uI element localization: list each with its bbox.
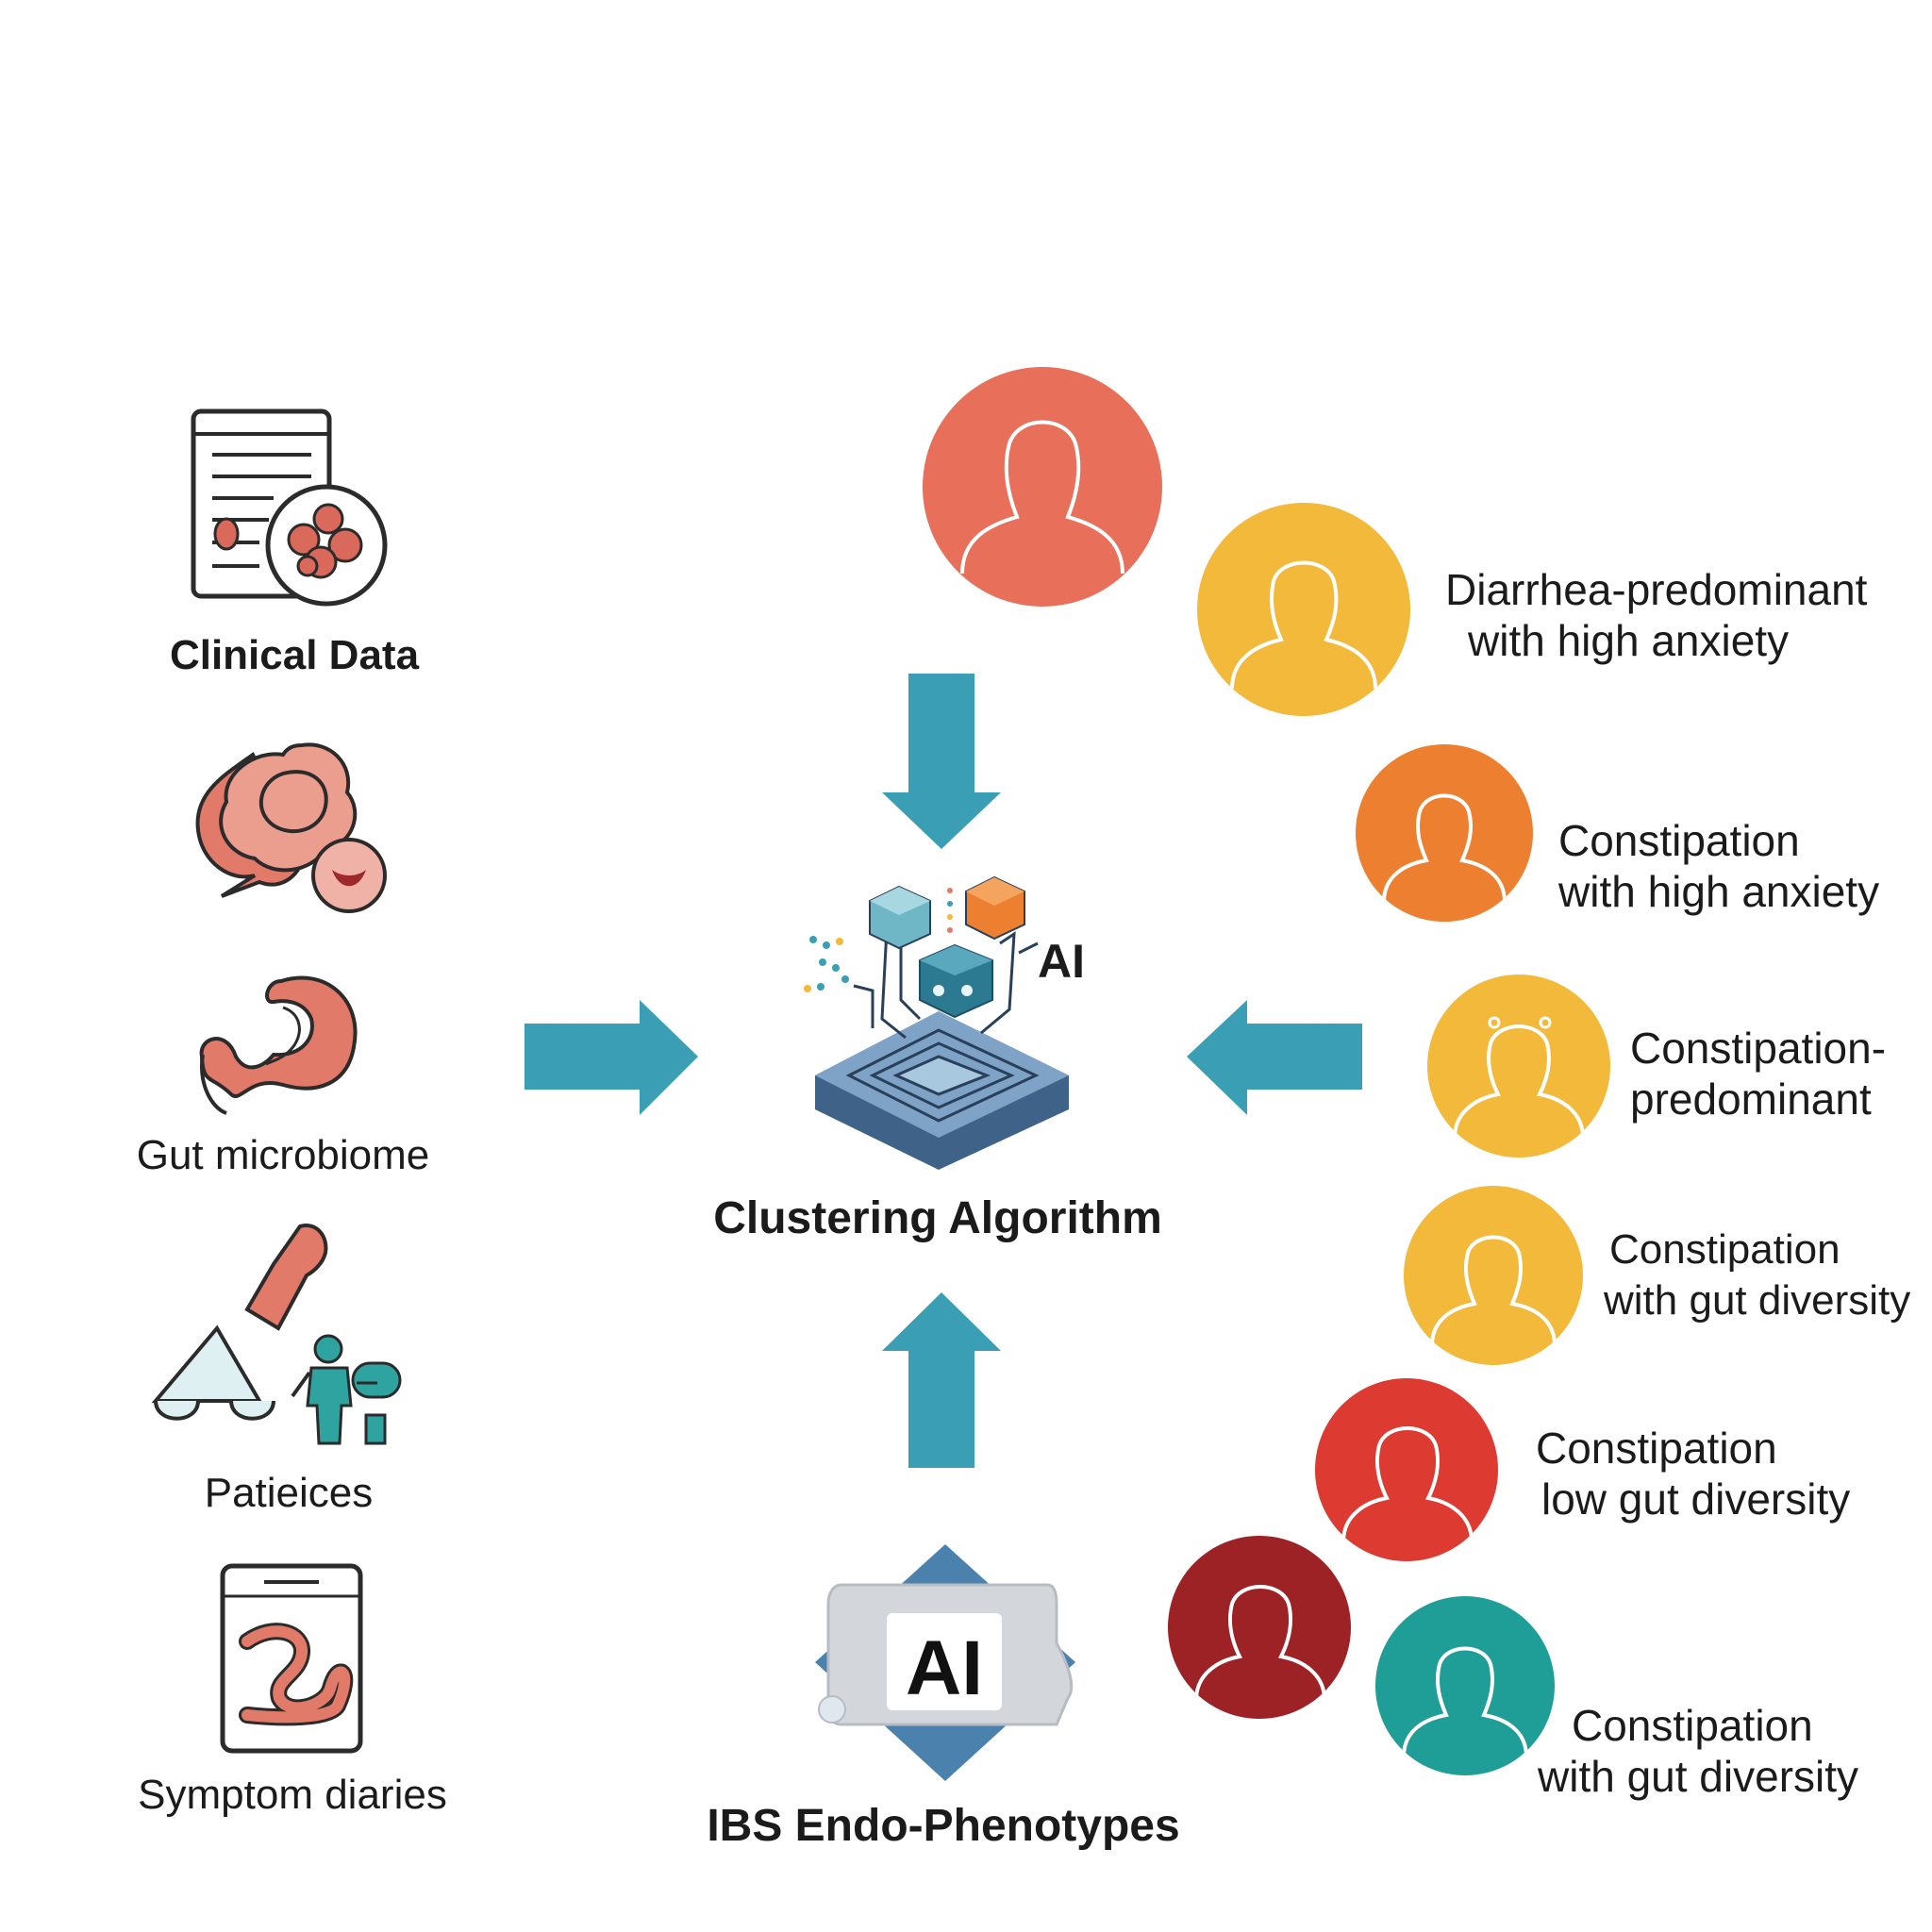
phenotype-circle-8 [1375,1596,1555,1775]
ibs-endo-phenotypes-title: IBS Endo-Phenotypes [707,1801,1180,1851]
ai-chip-icon [804,875,1069,1170]
ai-badge-text: AI [906,1625,983,1711]
phenotype-label-4-line2: predominant [1630,1074,1872,1124]
arrow-right-left [1187,1000,1362,1115]
phenotype-label-4-line1: Constipation- [1630,1024,1887,1073]
clustering-algorithm-title: Clustering Algorithm [713,1193,1162,1243]
phenotype-circle-2 [1197,503,1410,716]
phenotype-label-2-line2: with high anxiety [1468,616,1790,665]
symptom-diary-icon [220,1563,363,1754]
phenotype-label-6: Constipation low gut diversity [1536,1423,1850,1524]
input-label-symptom-diaries: Symptom diaries [138,1772,447,1818]
phenotype-label-5: Constipation with gut diversity [1604,1224,1910,1326]
phenotype-label-3: Constipation with high anxiety [1558,815,1879,917]
phenotype-label-5-line1: Constipation [1609,1226,1840,1273]
phenotype-label-8: Constipation with gut diversity [1538,1700,1858,1802]
phenotype-label-5-line2: with gut diversity [1604,1277,1911,1324]
arrow-bottom-up [882,1292,1001,1468]
ai-tag: AI [1038,935,1085,988]
clinical-data-icon [191,408,388,607]
phenotype-label-2: Diarrhea-predominant with high anxiety [1445,564,1867,666]
phenotype-label-3-line2: with high anxiety [1558,867,1880,916]
phenotype-label-8-line2: with gut diversity [1538,1752,1859,1801]
phenotype-label-3-line1: Constipation [1558,816,1800,865]
phenotype-label-4: Constipation- predominant [1630,1023,1886,1124]
patient-scale-icon [151,1224,402,1445]
phenotype-label-2-line1: Diarrhea-predominant [1445,565,1868,614]
phenotype-label-8-line1: Constipation [1572,1701,1813,1750]
phenotype-circle-7 [1168,1536,1351,1719]
input-label-patieices: Patieices [204,1470,374,1516]
ai-badge-icon [815,1544,1075,1781]
phenotype-circle-5 [1404,1186,1583,1365]
intestine-icon [199,975,358,1115]
phenotype-circle-4 [1427,974,1610,1158]
microbiome-cells-icon [195,742,387,913]
arrow-top-down [882,674,1001,849]
input-label-clinical-data: Clinical Data [169,632,420,678]
arrow-left-right [525,1000,698,1115]
phenotype-circle-1 [923,367,1162,607]
input-label-gut-microbiome: Gut microbiome [136,1132,430,1178]
phenotype-label-6-line2: low gut diversity [1541,1474,1851,1524]
phenotype-label-6-line1: Constipation [1536,1424,1777,1473]
phenotype-circle-6 [1315,1378,1498,1561]
phenotype-circle-3 [1356,744,1533,922]
